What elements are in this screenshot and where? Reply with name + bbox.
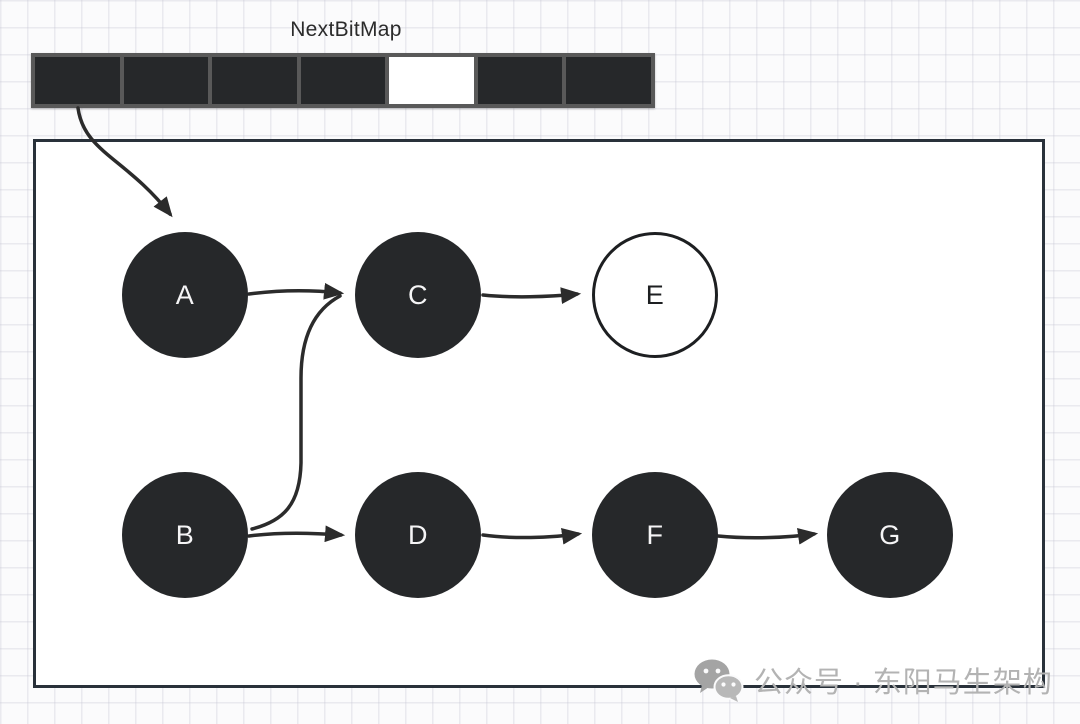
- node-d-label: D: [408, 519, 428, 550]
- node-g: G: [827, 472, 953, 598]
- node-b-label: B: [175, 519, 195, 550]
- node-f-label: F: [646, 519, 664, 550]
- watermark-text: 公众号 · 东阳马生架构: [754, 667, 1053, 699]
- node-a: A: [122, 232, 248, 358]
- bitmap-cell-2: [212, 57, 297, 104]
- bitmap-cell-0: [35, 57, 120, 104]
- node-d: D: [355, 472, 481, 598]
- graph-frame: [33, 139, 1045, 688]
- node-f: F: [592, 472, 718, 598]
- wechat-icon: [694, 659, 744, 702]
- node-c: C: [355, 232, 481, 358]
- node-e: E: [592, 232, 718, 358]
- node-g-label: G: [879, 519, 901, 550]
- bitmap-cell-5: [477, 57, 563, 104]
- bitmap-title: NextBitMap: [290, 18, 402, 41]
- watermark: 公众号 · 东阳马生架构: [692, 655, 1053, 705]
- bitmap-cell-4: [389, 57, 474, 104]
- node-a-label: A: [175, 279, 195, 310]
- node-e-label: E: [645, 279, 665, 310]
- nextbitmap-bar: [31, 53, 655, 108]
- bitmap-cell-1: [123, 57, 209, 104]
- node-b: B: [122, 472, 248, 598]
- bitmap-cell-3: [300, 57, 386, 104]
- bitmap-cell-6: [566, 57, 652, 104]
- node-c-label: C: [408, 279, 428, 310]
